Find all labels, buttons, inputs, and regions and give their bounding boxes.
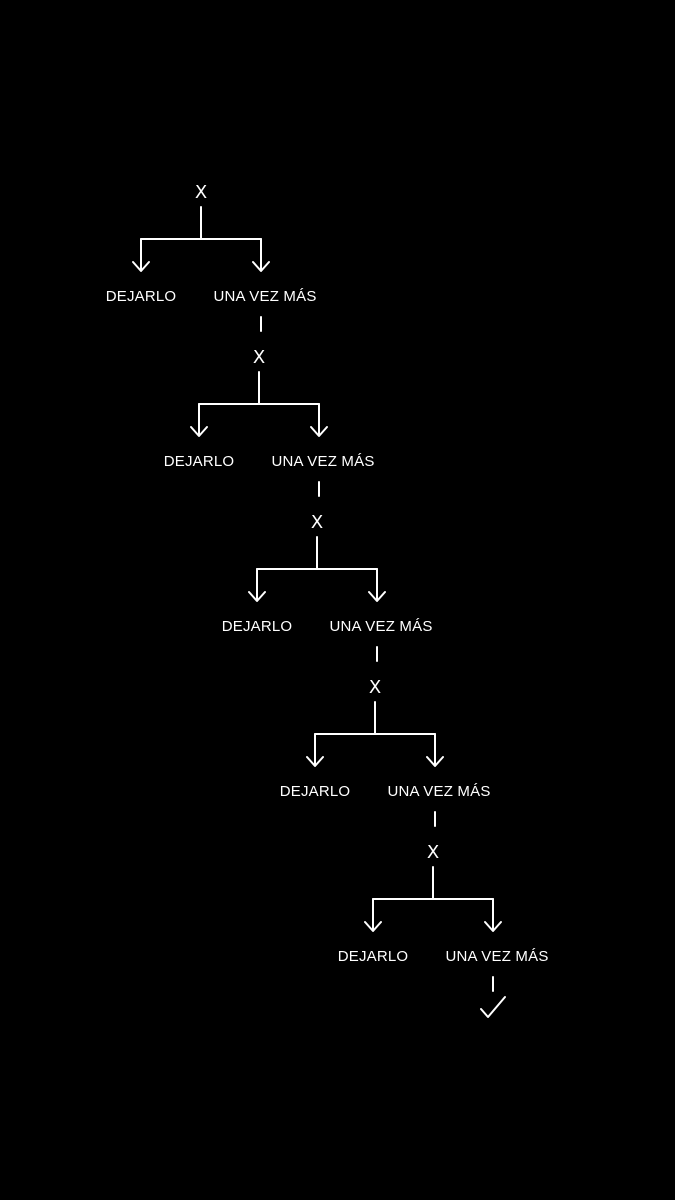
cross-mark-1: X [195,182,207,203]
tree-level-2: X DEJARLO UNA VEZ MÁS [164,347,374,497]
tree-level-3: X DEJARLO UNA VEZ MÁS [222,512,432,662]
right-arrow-down-icon-3 [368,591,386,602]
option-una-vez-mas-1: UNA VEZ MÁS [213,288,316,305]
right-arrow-down-icon-1 [252,261,270,272]
cross-mark-5: X [427,842,439,863]
left-arrow-down-icon-3 [248,591,266,602]
option-una-vez-mas-3: UNA VEZ MÁS [329,618,432,635]
right-arrow-down-icon-4 [426,756,444,767]
left-arrow-down-icon-1 [132,261,150,272]
tree-level-4: X DEJARLO UNA VEZ MÁS [280,677,490,827]
option-una-vez-mas-4: UNA VEZ MÁS [387,783,490,800]
option-dejarlo-5: DEJARLO [338,948,409,965]
tree-level-1: X DEJARLO UNA VEZ MÁS [106,182,316,332]
option-dejarlo-4: DEJARLO [280,783,351,800]
option-dejarlo-1: DEJARLO [106,288,177,305]
check-icon: ✓ [480,996,506,1018]
cross-mark-4: X [369,677,381,698]
left-arrow-down-icon-4 [306,756,324,767]
cross-mark-3: X [311,512,323,533]
option-dejarlo-3: DEJARLO [222,618,293,635]
option-una-vez-mas-2: UNA VEZ MÁS [271,453,374,470]
left-arrow-down-icon-2 [190,426,208,437]
left-arrow-down-icon-5 [364,921,382,932]
right-arrow-down-icon-2 [310,426,328,437]
cross-mark-2: X [253,347,265,368]
tree-level-5: X DEJARLO UNA VEZ MÁS [338,842,548,992]
option-dejarlo-2: DEJARLO [164,453,235,470]
right-arrow-down-icon-5 [484,921,502,932]
option-una-vez-mas-5: UNA VEZ MÁS [445,948,548,965]
